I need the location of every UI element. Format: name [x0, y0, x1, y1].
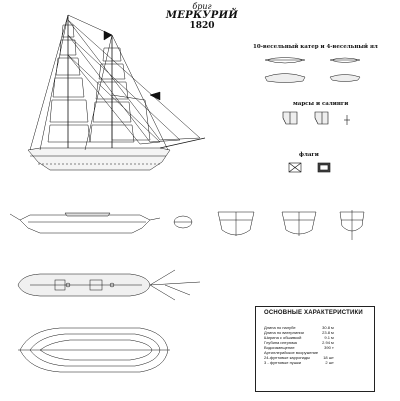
flags-label: флаги [299, 152, 319, 158]
specifications-rows: Длина по палубе 30.8 м Длина по ватерлини… [264, 325, 334, 365]
tops-label: марсы и салинги [293, 101, 349, 107]
sail-plan-drawing [27, 14, 206, 171]
spec-name: Артиллерийское вооружение [264, 350, 319, 355]
spec-value: 390 т [324, 345, 334, 350]
spec-value: 2 шт [325, 360, 334, 365]
spec-name: Длина по палубе [264, 325, 296, 330]
spec-name: Длина по ватерлинии [264, 330, 304, 335]
tops-drawing [282, 111, 350, 125]
table-row: Артиллерийское вооружение [264, 350, 334, 355]
boats-drawing [264, 57, 361, 83]
spec-name: Водоизмещение [264, 345, 295, 350]
flags-drawing [288, 162, 331, 173]
table-row: Водоизмещение 390 т [264, 345, 334, 350]
table-row: Длина по ватерлинии 23.8 м [264, 330, 334, 335]
table-row: 3 - фунтовые пушки 2 шт [264, 360, 334, 365]
ship-name: МЕРКУРИЙ [165, 10, 239, 22]
specifications-table: ОСНОВНЫЕ ХАРАКТЕРИСТИКИ Длина по палубе 3… [255, 306, 375, 392]
table-row: Глубина интрюма 2.94 м [264, 340, 334, 345]
table-row: Ширина с обшивкой 9.1 м [264, 335, 334, 340]
table-row: 24-фунтовые карронады 18 шт [264, 355, 334, 360]
specifications-heading: ОСНОВНЫЕ ХАРАКТЕРИСТИКИ [264, 310, 363, 316]
half-breadth-drawing [18, 327, 170, 373]
spec-value: 2.94 м [322, 340, 334, 345]
spec-name: Глубина интрюма [264, 340, 297, 345]
spec-value: 23.8 м [322, 330, 334, 335]
spec-value: 9.1 м [324, 335, 334, 340]
spec-name: Ширина с обшивкой [264, 335, 302, 340]
title-block: бриг МЕРКУРИЙ 1820 [160, 2, 244, 31]
spec-value: 30.8 м [322, 325, 334, 330]
hull-profile-drawing [9, 212, 161, 234]
boats-label: 10-весельный катер и 4-весельный ял [253, 44, 378, 50]
ship-year: 1820 [189, 20, 215, 31]
table-row: Длина по палубе 30.8 м [264, 325, 334, 330]
hull-sections-drawing [173, 210, 365, 240]
spec-value: 18 шт [323, 355, 334, 360]
spec-name: 24-фунтовые карронады [264, 355, 310, 360]
deck-plan-drawing [17, 269, 201, 301]
ship-type: бриг [192, 2, 212, 11]
spec-name: 3 - фунтовые пушки [264, 360, 301, 365]
